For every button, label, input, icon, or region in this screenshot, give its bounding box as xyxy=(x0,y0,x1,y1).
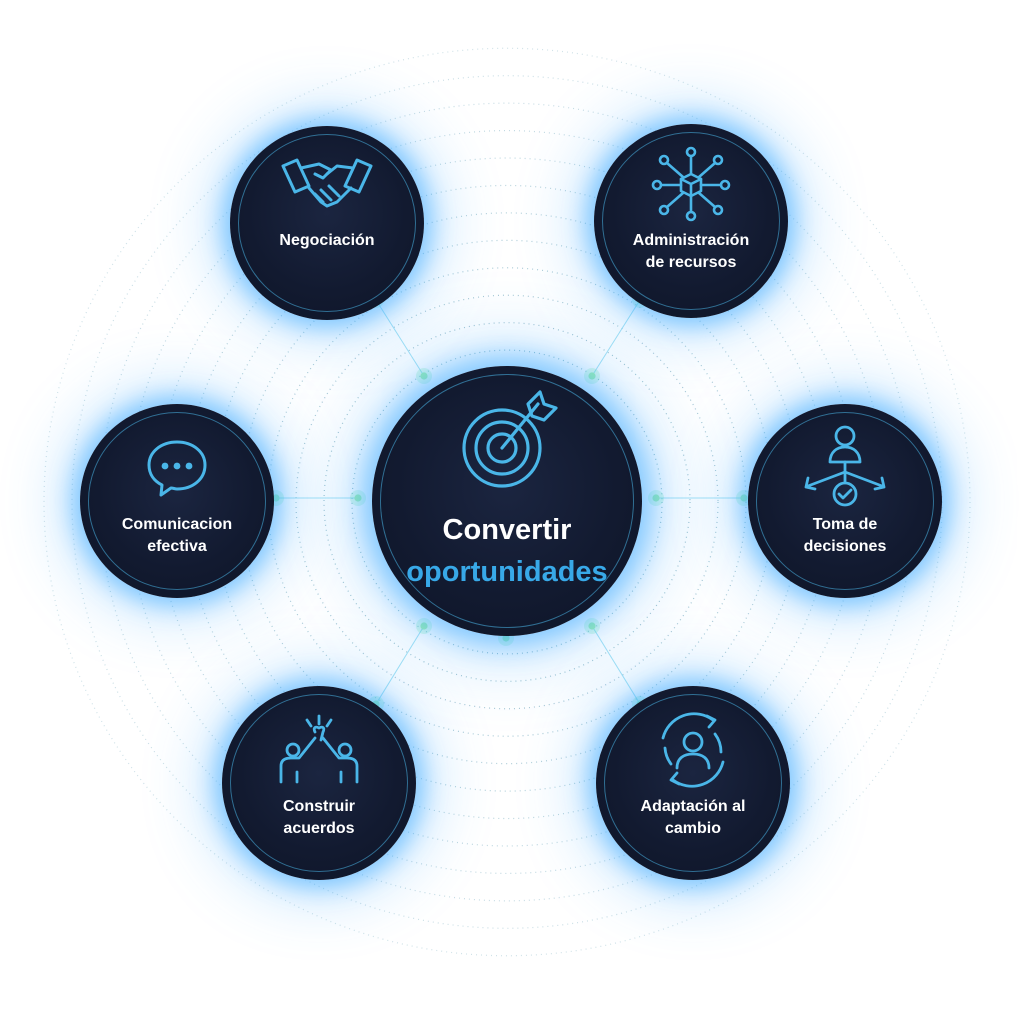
glow-dot xyxy=(420,622,428,630)
node-label: Comunicacion efectiva xyxy=(121,516,233,555)
node-adaptacion: Adaptación al cambio xyxy=(596,686,790,880)
node-ring xyxy=(604,694,782,872)
center-node-ring xyxy=(380,374,634,628)
glow-dot xyxy=(652,494,660,502)
handshake-icon xyxy=(281,158,373,208)
connector-line xyxy=(375,625,425,705)
dotted-ring xyxy=(351,349,663,655)
node-label: Administración de recursos xyxy=(632,232,750,271)
node-label: Toma de decisiones xyxy=(803,516,887,555)
center-node: Convertir oportunidades xyxy=(372,366,642,636)
glow-dot xyxy=(740,494,748,502)
network-cube-icon xyxy=(651,146,731,222)
glow-dot xyxy=(272,494,280,502)
connector-line xyxy=(591,299,641,377)
node-negociacion: Negociación xyxy=(230,126,424,320)
center-title-line2: oportunidades xyxy=(406,556,608,588)
dotted-ring xyxy=(267,267,747,737)
target-icon xyxy=(462,390,558,488)
node-administracion: Administración de recursos xyxy=(594,124,788,318)
dotted-ring xyxy=(295,294,719,710)
node-ring xyxy=(88,412,266,590)
node-ring xyxy=(230,694,408,872)
decision-person-icon xyxy=(804,425,886,507)
node-ring xyxy=(238,134,416,312)
center-title-line1: Convertir xyxy=(442,514,572,546)
connector-lines xyxy=(276,299,744,705)
glow-dot xyxy=(354,494,362,502)
node-construir: Construir acuerdos xyxy=(222,686,416,880)
glow-dot xyxy=(588,372,596,380)
dotted-ring xyxy=(43,47,971,957)
node-toma-decisiones: Toma de decisiones xyxy=(748,404,942,598)
node-label: Adaptación al cambio xyxy=(640,798,746,837)
glow-dot xyxy=(588,622,596,630)
connector-line xyxy=(375,299,425,377)
high-five-icon xyxy=(279,714,359,784)
glow-dot xyxy=(420,372,428,380)
dotted-ring xyxy=(323,322,691,682)
node-label: Construir acuerdos xyxy=(283,798,355,837)
person-cycle-icon xyxy=(661,712,725,788)
dotted-ring xyxy=(71,75,943,929)
chat-bubble-icon xyxy=(147,440,207,497)
node-ring xyxy=(756,412,934,590)
node-label: Negociación xyxy=(279,232,375,249)
node-comunicacion: Comunicacion efectiva xyxy=(80,404,274,598)
glow-dot xyxy=(502,634,510,642)
node-ring xyxy=(602,132,780,310)
connector-line xyxy=(591,625,641,705)
